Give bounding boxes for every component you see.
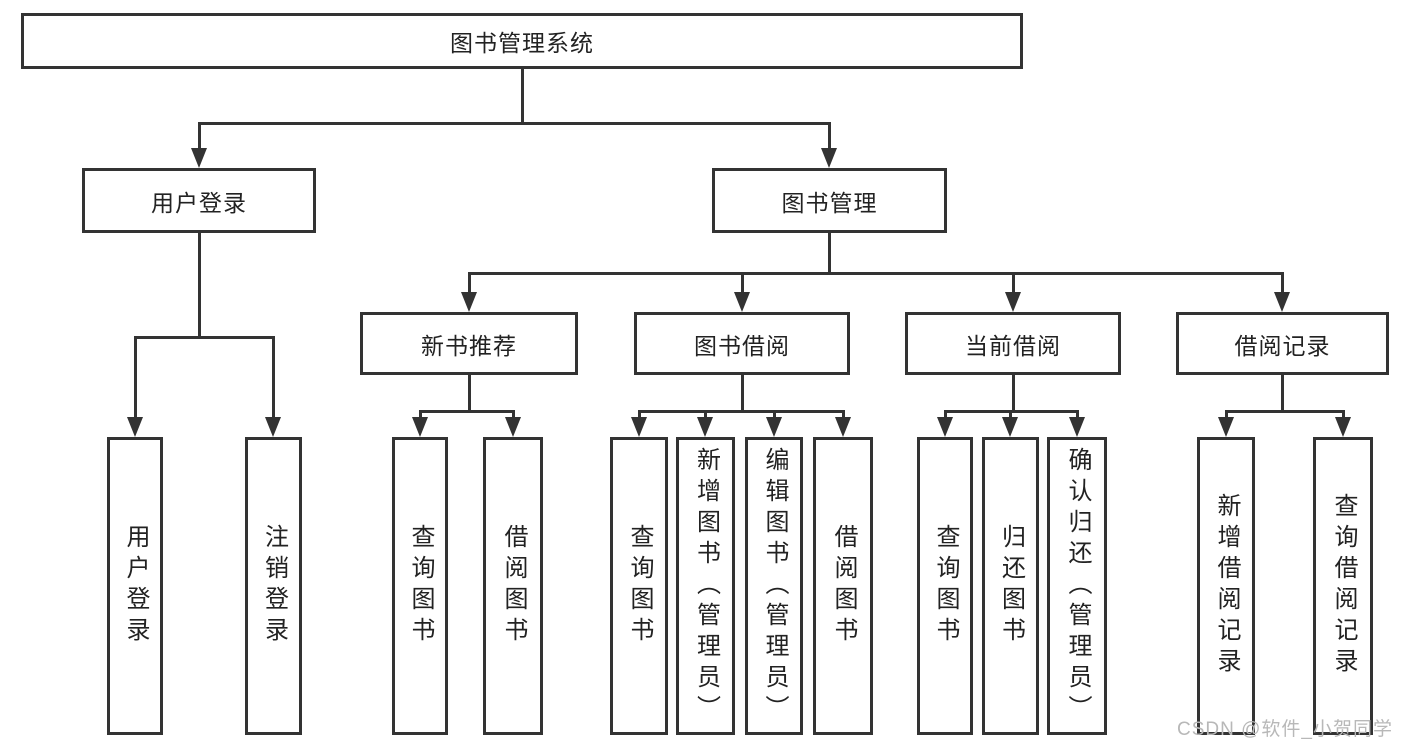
connector-user-login-bar: [134, 336, 274, 339]
node-book-management-label: 图书管理: [781, 189, 878, 216]
leaf-query-book-borrow-label: 查询图书: [626, 524, 653, 648]
arrowhead-leaf: [1069, 417, 1085, 437]
leaf-query-book-recommend-label: 查询图书: [407, 524, 434, 648]
leaf-return-book-label: 归还图书: [997, 524, 1025, 648]
arrowhead-book-management: [821, 148, 837, 168]
connector-recommend-bar: [419, 410, 514, 413]
leaf-add-borrow-record-label: 新增借阅记录: [1213, 493, 1240, 679]
leaf-edit-book-admin: 编辑图书（管理员）: [745, 437, 803, 735]
connector-user-login-stem: [198, 233, 201, 336]
leaf-query-book-borrow: 查询图书: [610, 437, 668, 735]
arrowhead-leaf: [1002, 417, 1018, 437]
arrowhead-user-login: [191, 148, 207, 168]
leaf-borrow-book-recommend-label: 借阅图书: [500, 524, 527, 648]
node-borrow-records: 借阅记录: [1176, 312, 1389, 375]
connector-drop-book-borrow: [741, 272, 744, 292]
arrowhead-leaf: [412, 417, 428, 437]
connector-recommend-stem: [468, 375, 471, 410]
connector-drop: [842, 410, 845, 417]
leaf-return-book: 归还图书: [982, 437, 1039, 735]
node-book-borrow-label: 图书借阅: [694, 332, 790, 359]
arrowhead-current-borrow: [1005, 292, 1021, 312]
arrowhead-leaf: [1218, 417, 1234, 437]
connector-drop-current-borrow: [1012, 272, 1015, 292]
leaf-add-book-admin: 新增图书（管理员）: [676, 437, 735, 735]
connector-root-bar: [198, 122, 830, 125]
leaf-query-book-current-label: 查询图书: [932, 524, 959, 648]
connector-drop-new-book-recommend: [468, 272, 471, 292]
connector-drop: [944, 410, 947, 417]
node-current-borrow: 当前借阅: [905, 312, 1121, 375]
arrowhead-leaf-logout: [265, 417, 281, 437]
connector-drop: [704, 410, 707, 417]
connector-drop: [1342, 410, 1345, 417]
connector-drop: [773, 410, 776, 417]
arrowhead-leaf: [505, 417, 521, 437]
node-new-book-recommend: 新书推荐: [360, 312, 578, 375]
node-new-book-recommend-label: 新书推荐: [421, 332, 517, 359]
connector-records-bar: [1225, 410, 1344, 413]
leaf-logout-label: 注销登录: [260, 524, 288, 648]
node-book-borrow: 图书借阅: [634, 312, 850, 375]
arrowhead-leaf: [766, 417, 782, 437]
leaf-confirm-return-admin-label: 确认归还（管理员）: [1064, 446, 1091, 726]
leaf-query-book-recommend: 查询图书: [392, 437, 448, 735]
leaf-borrow-book: 借阅图书: [813, 437, 873, 735]
connector-drop: [1009, 410, 1012, 417]
node-user-login: 用户登录: [82, 168, 316, 233]
connector-drop: [638, 410, 641, 417]
leaf-user-login: 用户登录: [107, 437, 163, 735]
node-root: 图书管理系统: [21, 13, 1023, 69]
connector-drop-leaf-login: [134, 336, 137, 417]
node-book-management: 图书管理: [712, 168, 947, 233]
connector-root-stem: [521, 69, 524, 122]
connector-borrow-bar: [638, 410, 844, 413]
leaf-borrow-book-recommend: 借阅图书: [483, 437, 543, 735]
leaf-query-borrow-record-label: 查询借阅记录: [1330, 493, 1357, 679]
leaf-add-borrow-record: 新增借阅记录: [1197, 437, 1255, 735]
connector-drop-leaf-logout: [272, 336, 275, 417]
leaf-borrow-book-label: 借阅图书: [830, 524, 857, 648]
connector-drop-user-login: [198, 122, 201, 148]
leaf-query-book-current: 查询图书: [917, 437, 973, 735]
connector-book-management-bar: [468, 272, 1282, 275]
connector-drop: [419, 410, 422, 417]
arrowhead-new-book-recommend: [461, 292, 477, 312]
leaf-edit-book-admin-label: 编辑图书（管理员）: [761, 446, 788, 726]
leaf-confirm-return-admin: 确认归还（管理员）: [1047, 437, 1107, 735]
node-user-login-label: 用户登录: [151, 189, 247, 216]
leaf-user-login-label: 用户登录: [122, 524, 149, 648]
leaf-logout: 注销登录: [245, 437, 302, 735]
connector-drop-book-management: [828, 122, 831, 148]
arrowhead-leaf-login: [127, 417, 143, 437]
arrowhead-leaf: [937, 417, 953, 437]
connector-drop-borrow-records: [1281, 272, 1284, 292]
arrowhead-leaf: [1335, 417, 1351, 437]
arrowhead-leaf: [631, 417, 647, 437]
node-borrow-records-label: 借阅记录: [1234, 332, 1331, 359]
arrowhead-leaf: [697, 417, 713, 437]
connector-records-stem: [1281, 375, 1284, 410]
leaf-query-borrow-record: 查询借阅记录: [1313, 437, 1373, 735]
arrowhead-book-borrow: [734, 292, 750, 312]
connector-current-stem: [1012, 375, 1015, 410]
connector-drop: [1076, 410, 1079, 417]
connector-borrow-stem: [741, 375, 744, 410]
csdn-watermark: CSDN @软件_小贺同学: [1177, 719, 1393, 740]
connector-drop: [1225, 410, 1228, 417]
connector-book-management-stem: [828, 233, 831, 272]
arrowhead-leaf: [835, 417, 851, 437]
connector-drop: [512, 410, 515, 417]
node-current-borrow-label: 当前借阅: [965, 332, 1061, 359]
leaf-add-book-admin-label: 新增图书（管理员）: [692, 446, 720, 726]
arrowhead-borrow-records: [1274, 292, 1290, 312]
node-root-label: 图书管理系统: [450, 30, 594, 56]
